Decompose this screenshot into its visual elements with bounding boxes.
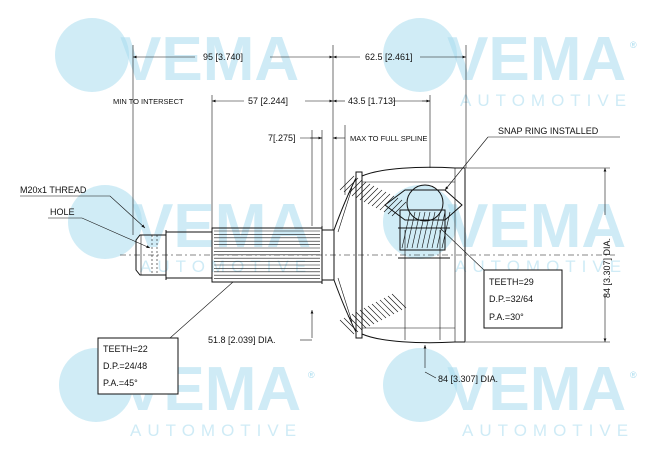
housing-hatch-line <box>375 301 391 317</box>
cage-hatch-line <box>436 211 446 249</box>
housing-hatch-line <box>387 295 403 311</box>
dimension-lines <box>20 45 620 379</box>
housing-hatch-line <box>391 201 407 217</box>
watermark-mark: ® <box>630 370 637 380</box>
watermark-middle-left: VEMA AUTOMOTIVE <box>68 185 311 276</box>
housing-hatch-line <box>375 193 391 209</box>
cage-hatch-line <box>441 211 451 249</box>
dim-housing-dia-side: 84 [3.307] DIA. <box>602 238 612 298</box>
watermark-sub: AUTOMOTIVE <box>130 421 302 440</box>
cage-hatch-line <box>401 211 411 249</box>
cage-hatch-line <box>411 211 421 249</box>
dim-housing-dia-bottom: 84 [3.307] DIA. <box>438 374 498 384</box>
watermark-mark: ® <box>308 370 315 380</box>
outer-housing <box>333 166 466 344</box>
spec-outer-dp: D.P.=24/48 <box>103 361 147 371</box>
housing-hatch-line <box>363 187 379 203</box>
watermark-bottom-right: VEMA AUTOMOTIVE ® <box>383 348 637 440</box>
dim-spline-len: 43.5 [1.713] <box>348 96 396 106</box>
housing-hatch-line <box>347 179 363 195</box>
housing-hatch-line <box>367 189 383 205</box>
housing-hatch-line <box>343 317 359 333</box>
dim-max-spline: 7[.275] <box>268 133 296 143</box>
label-hole: HOLE <box>50 207 75 217</box>
housing-hatch-line <box>359 185 375 201</box>
housing-hatch-line <box>359 309 375 325</box>
watermark-sub: AUTOMOTIVE <box>462 421 634 440</box>
dim-intersect: 57 [2.244] <box>248 96 288 106</box>
housing-hatch-line <box>383 197 399 213</box>
housing-hatch-line <box>379 299 395 315</box>
watermark-brand: VEMA <box>132 192 311 261</box>
housing-hatch-line <box>351 313 367 329</box>
housing-hatch-line <box>339 319 355 335</box>
cage-hatch-line <box>421 211 431 249</box>
watermark-brand: VEMA <box>120 25 299 94</box>
cage-hatch-line <box>416 211 426 249</box>
housing-hatch-line <box>371 303 387 319</box>
dim-min-to-intersect: MIN TO INTERSECT <box>113 97 184 106</box>
spec-box-inner: TEETH=29 D.P.=32/64 P.A.=30° <box>483 269 563 329</box>
dim-shaft-dia: 51.8 [2.039] DIA. <box>208 335 276 345</box>
watermark-brand: VEMA <box>447 355 626 424</box>
housing-hatch-line <box>351 181 367 197</box>
label-thread: M20x1 THREAD <box>20 185 87 195</box>
inner-cage <box>384 184 463 259</box>
watermark-bottom-left: VEMA AUTOMOTIVE ® <box>59 348 315 440</box>
watermark-sub: AUTOMOTIVE <box>460 91 632 110</box>
housing-hatch-line <box>363 307 379 323</box>
housing-hatch-line <box>391 293 407 309</box>
dim-overall-right: 62.5 [2.461] <box>365 52 413 62</box>
housing-hatch-line <box>343 177 359 193</box>
spec-inner-pa: P.A.=30° <box>489 312 524 322</box>
housing-hatch-line <box>347 315 363 331</box>
spec-outer-teeth: TEETH=22 <box>103 344 148 354</box>
dimension-labels: 95 [3.740] 62.5 [2.461] MIN TO INTERSECT… <box>20 52 612 384</box>
watermark-brand: VEMA <box>447 192 626 261</box>
spec-inner-dp: D.P.=32/64 <box>489 294 533 304</box>
watermark-brand: VEMA <box>447 25 626 94</box>
watermark-middle-right: VEMA AUTOMOTIVE <box>383 185 626 276</box>
housing-hatch-line <box>367 305 383 321</box>
dim-max-to-full-spline: MAX TO FULL SPLINE <box>350 134 427 143</box>
splined-shaft <box>211 226 335 284</box>
housing-hatch-line <box>355 311 371 327</box>
spec-box-outer: TEETH=22 D.P.=24/48 P.A.=45° <box>97 337 179 395</box>
cage-hatch-line <box>406 211 416 249</box>
cage-hatch-line <box>431 211 441 249</box>
spec-inner-teeth: TEETH=29 <box>489 277 534 287</box>
housing-hatch-line <box>371 191 387 207</box>
housing-hatch-line <box>355 183 371 199</box>
watermark-top-right: VEMA AUTOMOTIVE ® <box>383 18 637 110</box>
threaded-stub <box>135 230 213 280</box>
watermark-top-left: VEMA <box>55 18 299 94</box>
dim-overall-left: 95 [3.740] <box>203 52 243 62</box>
watermark-mark: ® <box>630 40 637 50</box>
label-snap-ring: SNAP RING INSTALLED <box>498 126 599 136</box>
housing-hatch-line <box>383 297 399 313</box>
housing-hatch-line <box>387 199 403 215</box>
ball <box>406 184 444 222</box>
spec-outer-pa: P.A.=45° <box>103 378 138 388</box>
housing-hatch-line <box>339 175 355 191</box>
cage-hatch-line <box>426 211 436 249</box>
